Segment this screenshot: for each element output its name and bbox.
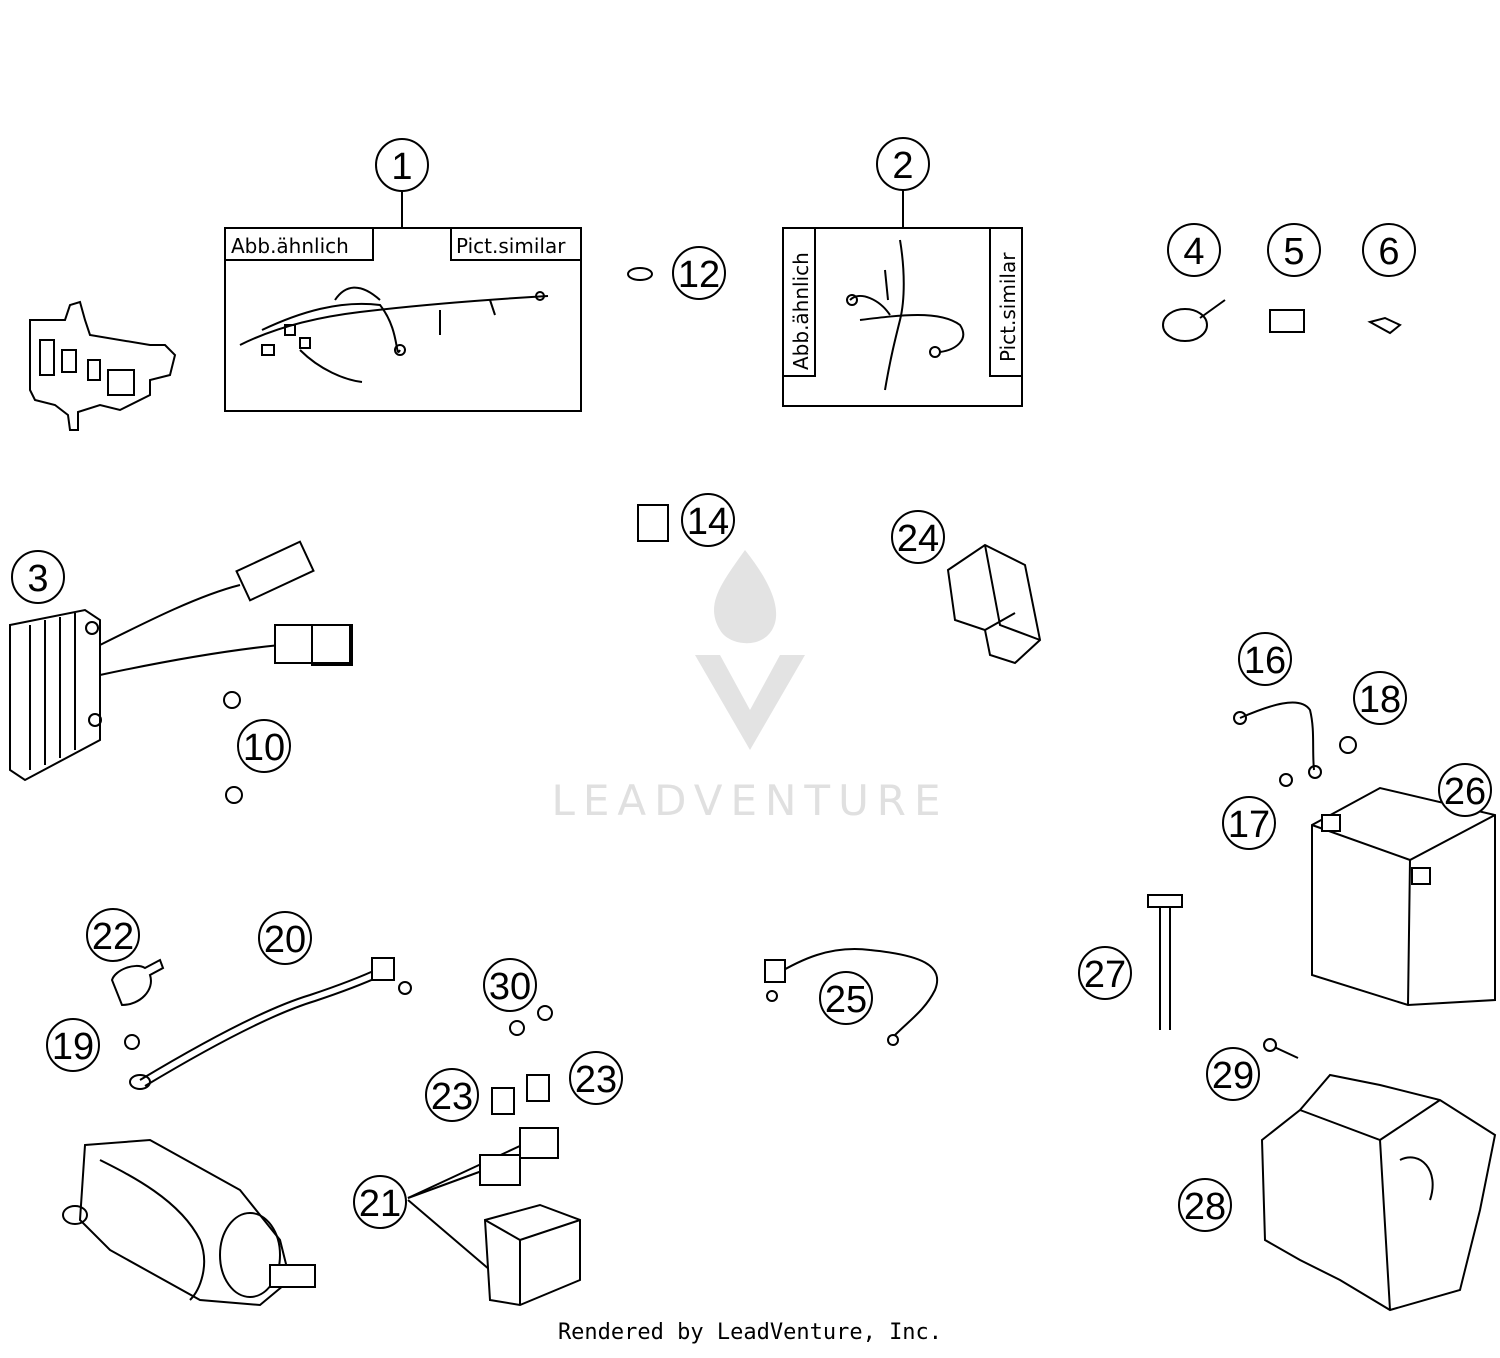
- part-4-cable-tie[interactable]: [1162, 299, 1226, 342]
- svg-text:26: 26: [1444, 771, 1486, 813]
- starter-motor[interactable]: [62, 1138, 316, 1307]
- part-28-battery-holder[interactable]: [1260, 1073, 1497, 1312]
- svg-text:12: 12: [678, 254, 720, 296]
- svg-text:19: 19: [52, 1026, 94, 1068]
- part-14-relay-socket[interactable]: [637, 504, 669, 542]
- svg-text:4: 4: [1183, 231, 1204, 273]
- callout-19[interactable]: 19: [46, 1018, 100, 1072]
- part-19-nut[interactable]: [124, 1034, 140, 1050]
- box1-label-right: Pict.similar: [456, 234, 566, 258]
- callout-30[interactable]: 30: [483, 958, 537, 1012]
- part-25-starter-cable[interactable]: [764, 948, 939, 1046]
- svg-text:29: 29: [1212, 1055, 1254, 1097]
- svg-text:1: 1: [391, 146, 412, 188]
- part-17-washer[interactable]: [1279, 773, 1293, 787]
- part-10-screws[interactable]: [223, 691, 243, 804]
- part-16-ground-cable[interactable]: [1233, 701, 1322, 779]
- part-6-clip[interactable]: [1367, 316, 1402, 335]
- svg-text:24: 24: [897, 518, 939, 560]
- svg-text:22: 22: [92, 916, 134, 958]
- svg-text:16: 16: [1244, 640, 1286, 682]
- callout-29[interactable]: 29: [1206, 1047, 1260, 1101]
- callout-24[interactable]: 24: [891, 510, 945, 564]
- part-18-screw[interactable]: [1339, 736, 1357, 754]
- svg-text:28: 28: [1184, 1186, 1226, 1228]
- callout-16[interactable]: 16: [1238, 632, 1292, 686]
- svg-text:30: 30: [489, 966, 531, 1008]
- callout-18[interactable]: 18: [1353, 671, 1407, 725]
- svg-text:10: 10: [243, 727, 285, 769]
- svg-text:14: 14: [687, 501, 729, 543]
- svg-text:3: 3: [27, 558, 48, 600]
- callout-27[interactable]: 27: [1078, 946, 1132, 1000]
- part-22-starter-relay[interactable]: [407, 1127, 581, 1307]
- part-24-control-unit[interactable]: [946, 543, 1042, 665]
- watermark-text: LEADVENTURE: [551, 776, 948, 825]
- part-26-battery[interactable]: [1311, 786, 1496, 1007]
- callout-28[interactable]: 28: [1178, 1178, 1232, 1232]
- part-3-voltage-regulator[interactable]: [9, 540, 353, 782]
- svg-text:23: 23: [431, 1076, 473, 1118]
- callout-23-right[interactable]: 23: [569, 1051, 623, 1105]
- box1-label-left: Abb.ähnlich: [231, 234, 349, 258]
- callout-26[interactable]: 26: [1438, 763, 1492, 817]
- svg-text:20: 20: [264, 919, 306, 961]
- part-20-cap[interactable]: [110, 958, 165, 1007]
- part-5-clip[interactable]: [1269, 309, 1305, 333]
- callout-6[interactable]: 6: [1362, 223, 1416, 277]
- part-30-screws[interactable]: [509, 1005, 553, 1036]
- callout-23-left[interactable]: 23: [425, 1068, 479, 1122]
- callout-12[interactable]: 12: [672, 246, 726, 300]
- callout-2[interactable]: 2: [876, 137, 930, 191]
- svg-text:25: 25: [825, 979, 867, 1021]
- part-23-fuses[interactable]: [491, 1074, 550, 1115]
- svg-text:6: 6: [1378, 231, 1399, 273]
- callout-17[interactable]: 17: [1222, 796, 1276, 850]
- footer-credit: Rendered by LeadVenture, Inc.: [557, 1320, 943, 1345]
- part-29-screw[interactable]: [1263, 1038, 1299, 1059]
- callout-22[interactable]: 21: [353, 1175, 407, 1229]
- callout-20[interactable]: 22: [86, 908, 140, 962]
- part-12-bulb[interactable]: [627, 267, 653, 281]
- box2-label-right: Pict.similar: [996, 252, 1020, 362]
- callout-25[interactable]: 25: [819, 971, 873, 1025]
- callout-1[interactable]: 1: [375, 138, 429, 192]
- callout-4[interactable]: 4: [1167, 223, 1221, 277]
- svg-text:21: 21: [359, 1183, 401, 1225]
- part-2-wiring-harness[interactable]: Abb.ähnlich Pict.similar: [782, 190, 1023, 407]
- svg-text:17: 17: [1228, 804, 1270, 846]
- svg-text:5: 5: [1283, 231, 1304, 273]
- svg-text:2: 2: [892, 145, 913, 187]
- callout-3[interactable]: 3: [11, 550, 65, 604]
- svg-text:27: 27: [1084, 954, 1126, 996]
- callout-21[interactable]: 20: [258, 911, 312, 965]
- box2-label-left: Abb.ähnlich: [789, 252, 813, 370]
- part-1-wiring-harness[interactable]: Abb.ähnlich Pict.similar: [224, 192, 582, 412]
- part-27-battery-strap[interactable]: [1147, 894, 1183, 1030]
- leadventure-watermark: LEADVENTURE: [551, 550, 948, 825]
- callout-14[interactable]: 14: [681, 493, 735, 547]
- svg-text:23: 23: [575, 1059, 617, 1101]
- part-21-cable[interactable]: [129, 957, 412, 1090]
- svg-text:18: 18: [1359, 679, 1401, 721]
- mounting-bracket[interactable]: [29, 300, 177, 431]
- callout-5[interactable]: 5: [1267, 223, 1321, 277]
- callout-10[interactable]: 10: [237, 719, 291, 773]
